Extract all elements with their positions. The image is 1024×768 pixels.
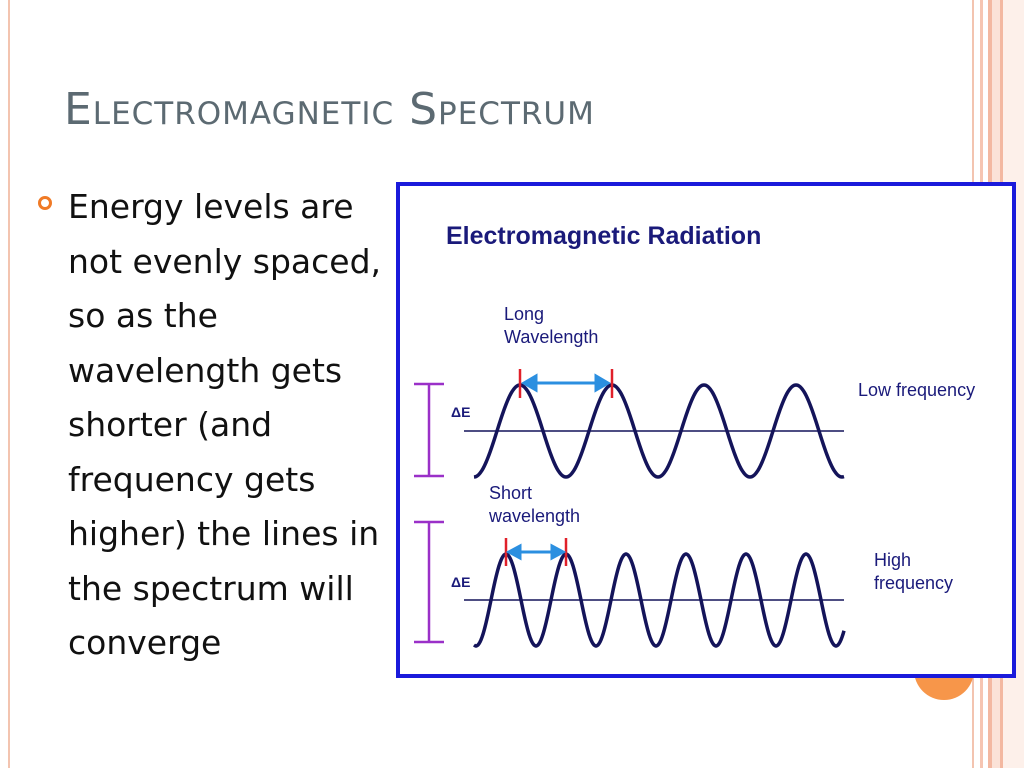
- short-label-line2: wavelength: [488, 506, 580, 526]
- energy-bracket-bottom: [414, 520, 444, 644]
- delta-e-label-bottom: ΔE: [451, 574, 470, 590]
- short-label-line1: Short: [489, 483, 532, 503]
- long-label-line1: Long: [504, 304, 544, 324]
- low-frequency-label: Low frequency: [858, 380, 975, 400]
- long-wave: [473, 383, 845, 479]
- diagram-frame: [396, 182, 1016, 678]
- long-label-line2: Wavelength: [504, 327, 598, 347]
- bullet-circle-icon: [38, 196, 52, 210]
- delta-e-label-top: ΔE: [451, 404, 470, 420]
- wavelength-arrow-top: [521, 373, 611, 393]
- high-label-line1: High: [874, 550, 911, 570]
- em-radiation-diagram: Electromagnetic Radiation Long Wavelengt…: [396, 182, 1016, 678]
- energy-bracket-top: [414, 382, 444, 478]
- wavelength-arrow-bottom: [505, 543, 567, 561]
- slide-title: Electromagnetic Spectrum: [64, 84, 595, 135]
- high-label-line2: frequency: [874, 573, 953, 593]
- short-wave: [472, 552, 846, 648]
- diagram-heading: Electromagnetic Radiation: [446, 222, 761, 250]
- bullet-text: Energy levels are not evenly spaced, so …: [68, 187, 382, 662]
